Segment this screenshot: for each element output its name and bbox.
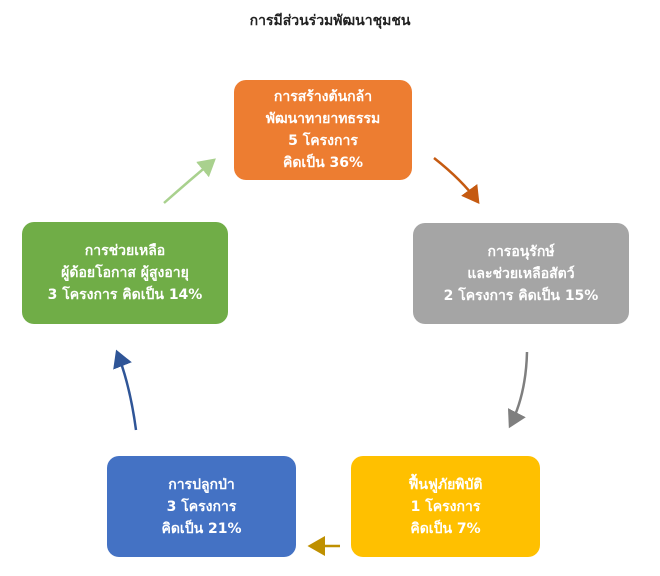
node-line: คิดเป็น 7% bbox=[410, 520, 481, 537]
arrow-top-to-right bbox=[433, 157, 480, 205]
node-line: 3 โครงการ bbox=[166, 498, 237, 515]
node-line: และช่วยเหลือสัตว์ bbox=[467, 265, 575, 282]
node-line: 3 โครงการ คิดเป็น 14% bbox=[47, 287, 203, 303]
page-title: การมีส่วนร่วมพัฒนาชุมชน bbox=[249, 13, 411, 29]
node-underprivileged-elderly-aid: การช่วยเหลือ ผู้ด้อยโอกาส ผู้สูงอายุ 3 โ… bbox=[22, 222, 228, 324]
node-line: 1 โครงการ bbox=[410, 498, 481, 515]
node-reforestation: การปลูกป่า 3 โครงการ คิดเป็น 21% bbox=[107, 456, 296, 557]
arrow-right-to-bottom-right bbox=[507, 351, 529, 429]
node-line: ฟื้นฟูภัยพิบัติ bbox=[408, 476, 483, 493]
node-line: การสร้างต้นกล้า bbox=[273, 89, 373, 105]
node-disaster-recovery: ฟื้นฟูภัยพิบัติ 1 โครงการ คิดเป็น 7% bbox=[351, 456, 540, 557]
node-line: คิดเป็น 21% bbox=[161, 520, 242, 537]
node-line: พัฒนาทายาทธรรม bbox=[265, 111, 381, 127]
node-line: 2 โครงการ คิดเป็น 15% bbox=[443, 287, 599, 304]
arrow-bottom-left-to-left bbox=[113, 349, 138, 431]
node-line: การปลูกป่า bbox=[168, 476, 235, 493]
node-seedling-dharma-heirs: การสร้างต้นกล้า พัฒนาทายาทธรรม 5 โครงการ… bbox=[234, 80, 412, 180]
node-line: คิดเป็น 36% bbox=[282, 155, 364, 171]
node-line: 5 โครงการ bbox=[288, 133, 358, 149]
node-line: ผู้ด้อยโอกาส ผู้สูงอายุ bbox=[61, 265, 189, 281]
arrow-left-to-top bbox=[163, 158, 216, 204]
node-animal-conservation: การอนุรักษ์ และช่วยเหลือสัตว์ 2 โครงการ … bbox=[413, 223, 629, 324]
node-line: การช่วยเหลือ bbox=[84, 243, 166, 259]
node-line: การอนุรักษ์ bbox=[487, 243, 555, 260]
